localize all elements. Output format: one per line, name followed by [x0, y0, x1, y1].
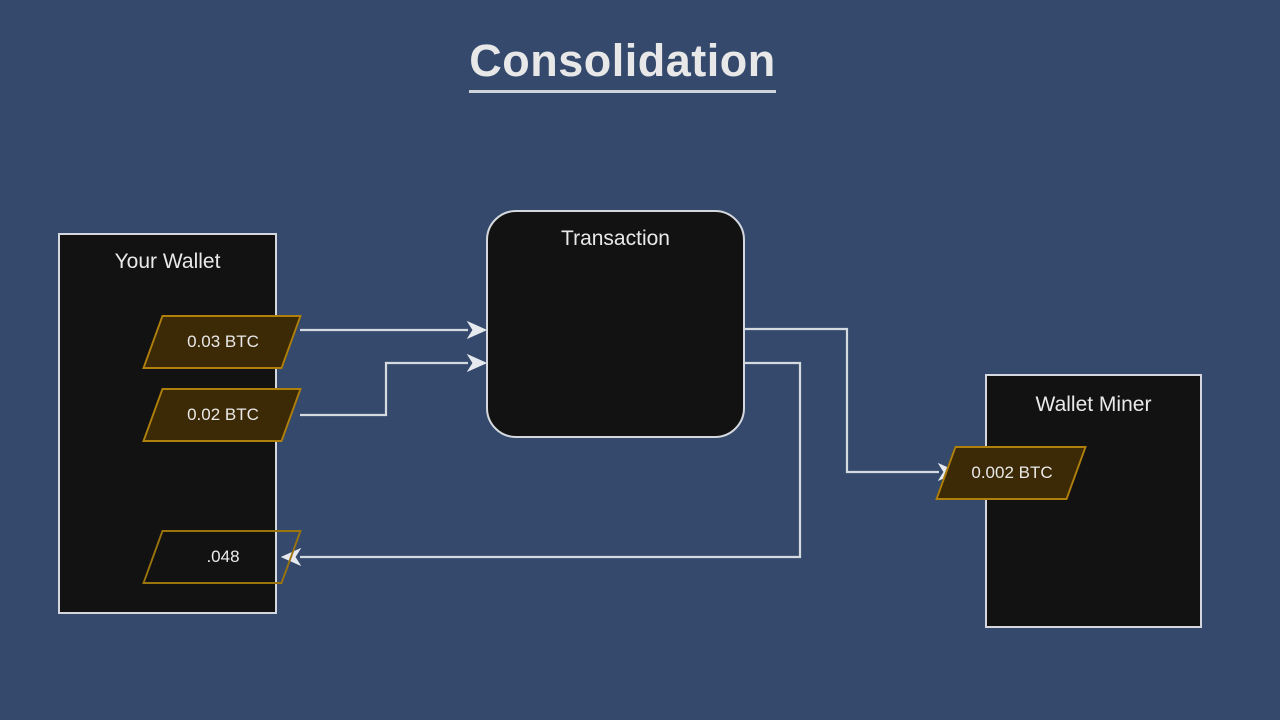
page-title-text: Consolidation: [469, 35, 776, 93]
utxo-input-2[interactable]: 0.02 BTC: [142, 388, 302, 442]
utxo-input-1[interactable]: 0.03 BTC: [142, 315, 302, 369]
utxo-input-1-label: 0.03 BTC: [187, 332, 259, 351]
utxo-input-2-label: 0.02 BTC: [187, 405, 259, 424]
utxo-change-output[interactable]: .048: [142, 530, 302, 584]
arrowhead-icon: [466, 320, 488, 340]
edge-input-2-to-transaction: [300, 353, 488, 417]
arrowhead-icon: [466, 353, 488, 373]
page-title: Consolidation: [0, 35, 1245, 93]
miner-box[interactable]: Wallet Miner: [985, 374, 1202, 628]
transaction-box[interactable]: Transaction: [486, 210, 745, 438]
transaction-box-label: Transaction: [561, 227, 670, 250]
utxo-fee-output-label: 0.002 BTC: [971, 463, 1053, 482]
miner-box-label: Wallet Miner: [1035, 393, 1152, 416]
wallet-box-label: Your Wallet: [114, 250, 221, 273]
edge-transaction-to-miner-fee: [745, 327, 959, 482]
utxo-change-output-label: .048: [206, 547, 240, 566]
edge-input-1-to-transaction: [300, 320, 488, 340]
utxo-fee-output[interactable]: 0.002 BTC: [935, 446, 1087, 500]
